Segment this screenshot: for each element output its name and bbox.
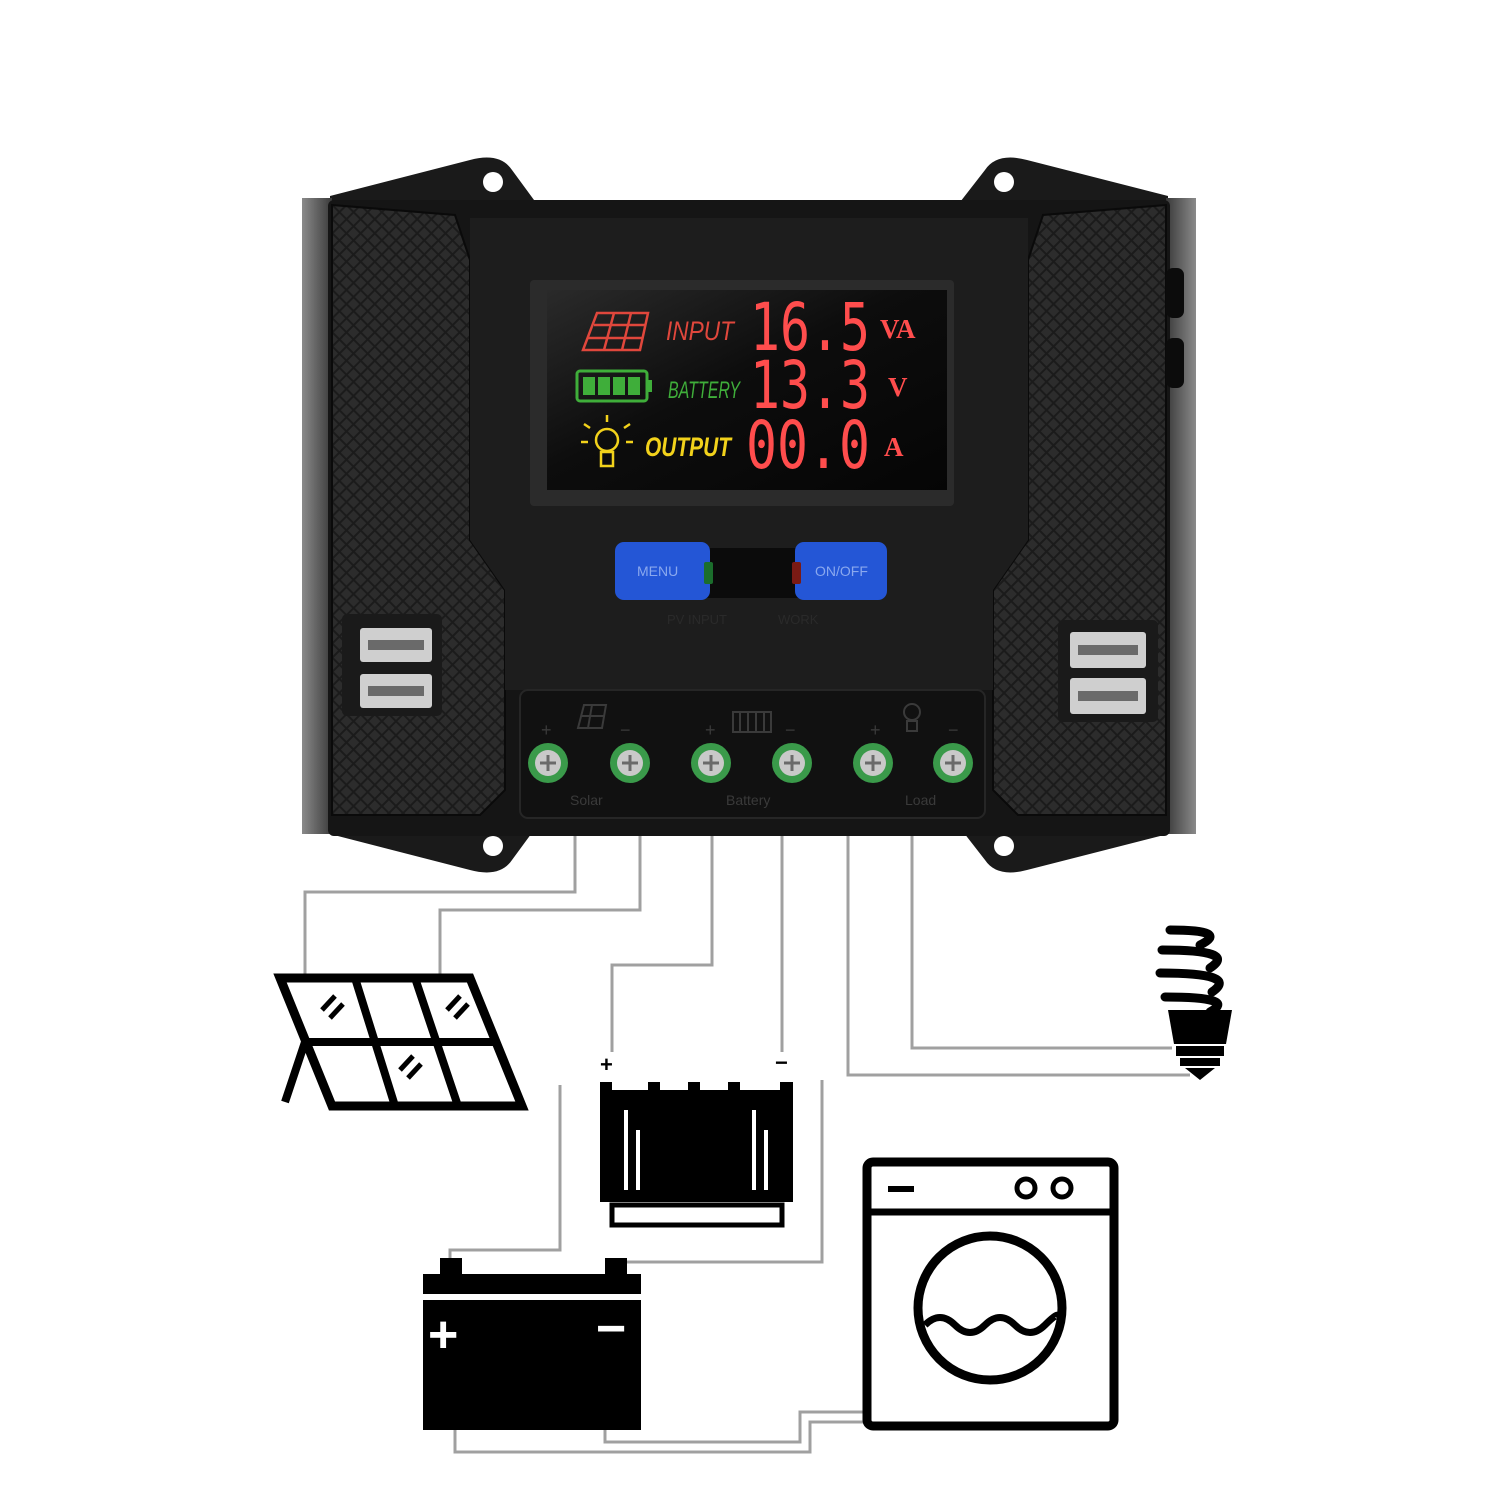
pv-input-label: PV INPUT — [667, 612, 727, 627]
wire-battery2-plus — [448, 1085, 562, 1262]
wire-solar-plus — [303, 825, 577, 980]
wire-load-minus — [910, 825, 1172, 1050]
wire-bottom-a — [453, 1420, 865, 1454]
terminal-battery-label: Battery — [726, 792, 770, 808]
battery-upper-minus: − — [775, 1050, 788, 1075]
mount-hole-bottom-right — [994, 836, 1014, 856]
terminal-block — [519, 689, 986, 819]
wire-bottom-b — [603, 1410, 865, 1444]
side-button-top[interactable] — [1166, 268, 1184, 318]
usb-port[interactable] — [1070, 632, 1146, 668]
terminal-screws — [528, 743, 973, 783]
terminal-screw-solar-plus[interactable] — [528, 743, 568, 783]
usb-ports-right — [1058, 620, 1158, 722]
solar-panel-icon — [273, 973, 529, 1111]
side-rail-left — [302, 198, 332, 834]
terminal-battery-icon — [732, 711, 772, 733]
mount-hole-bottom-left — [483, 836, 503, 856]
wires — [303, 825, 1190, 1454]
lcd-battery-value: 13.3 — [750, 347, 870, 424]
menu-button[interactable]: MENU — [615, 542, 710, 600]
usb-ports-left — [342, 614, 442, 716]
terminal-solar-plus-sign: + — [541, 720, 552, 740]
terminal-screw-load-plus[interactable] — [853, 743, 893, 783]
usb-port[interactable] — [1070, 678, 1146, 714]
battery-upper-plus: + — [600, 1052, 613, 1077]
lcd-solar-icon — [581, 311, 650, 352]
terminal-solar-icon — [576, 704, 608, 729]
lcd-bulb-icon — [581, 415, 633, 468]
cfl-bulb-icon — [1155, 925, 1232, 1080]
usb-port[interactable] — [360, 674, 432, 708]
work-label: WORK — [778, 612, 819, 627]
work-led — [792, 562, 801, 584]
wire-load-plus — [846, 825, 1190, 1077]
terminal-screw-battery-minus[interactable] — [772, 743, 812, 783]
lcd-output-label: OUTPUT — [645, 432, 733, 462]
lcd-input-value: 16.5 — [750, 289, 870, 366]
wire-solar-minus — [438, 825, 642, 980]
onoff-button-label: ON/OFF — [815, 563, 868, 579]
terminal-screw-battery-plus[interactable] — [691, 743, 731, 783]
lcd-battery-unit: V — [888, 372, 908, 402]
menu-button-label: MENU — [637, 563, 678, 579]
terminal-load-label: Load — [905, 792, 936, 808]
terminal-load-plus-sign: + — [870, 720, 881, 740]
lcd-output-unit: A — [884, 432, 904, 462]
terminal-load-minus-sign: − — [948, 720, 959, 740]
mount-hole-top-left — [483, 172, 503, 192]
terminal-solar-label: Solar — [570, 792, 603, 808]
pv-input-led — [704, 562, 713, 584]
button-housing — [700, 548, 805, 598]
terminal-screw-load-minus[interactable] — [933, 743, 973, 783]
battery-lower-plus: + — [428, 1306, 458, 1364]
lcd-output-value: 00.0 — [746, 407, 870, 484]
terminal-battery-minus-sign: − — [785, 720, 796, 740]
battery-upper-icon: + − — [600, 1050, 793, 1228]
lcd-input-unit: VA — [880, 314, 916, 344]
battery-lower-minus: − — [596, 1300, 626, 1358]
washing-machine-icon — [862, 1157, 1119, 1431]
lcd-battery-icon — [575, 369, 652, 403]
charge-controller: INPUT 16.5 VA BATTERY 13.3 V OUTPUT 00.0… — [302, 157, 1196, 873]
usb-port[interactable] — [360, 628, 432, 662]
lcd-battery-label: BATTERY — [668, 377, 741, 404]
wire-battery-plus — [610, 825, 714, 1052]
terminal-screw-solar-minus[interactable] — [610, 743, 650, 783]
onoff-button[interactable]: ON/OFF — [795, 542, 887, 600]
battery-lower-icon: + − — [423, 1258, 641, 1430]
terminal-battery-plus-sign: + — [705, 720, 716, 740]
mount-hole-top-right — [994, 172, 1014, 192]
side-button-bottom[interactable] — [1166, 338, 1184, 388]
terminal-bulb-icon — [903, 703, 921, 732]
terminal-solar-minus-sign: − — [620, 720, 631, 740]
lcd-input-label: INPUT — [666, 316, 736, 346]
